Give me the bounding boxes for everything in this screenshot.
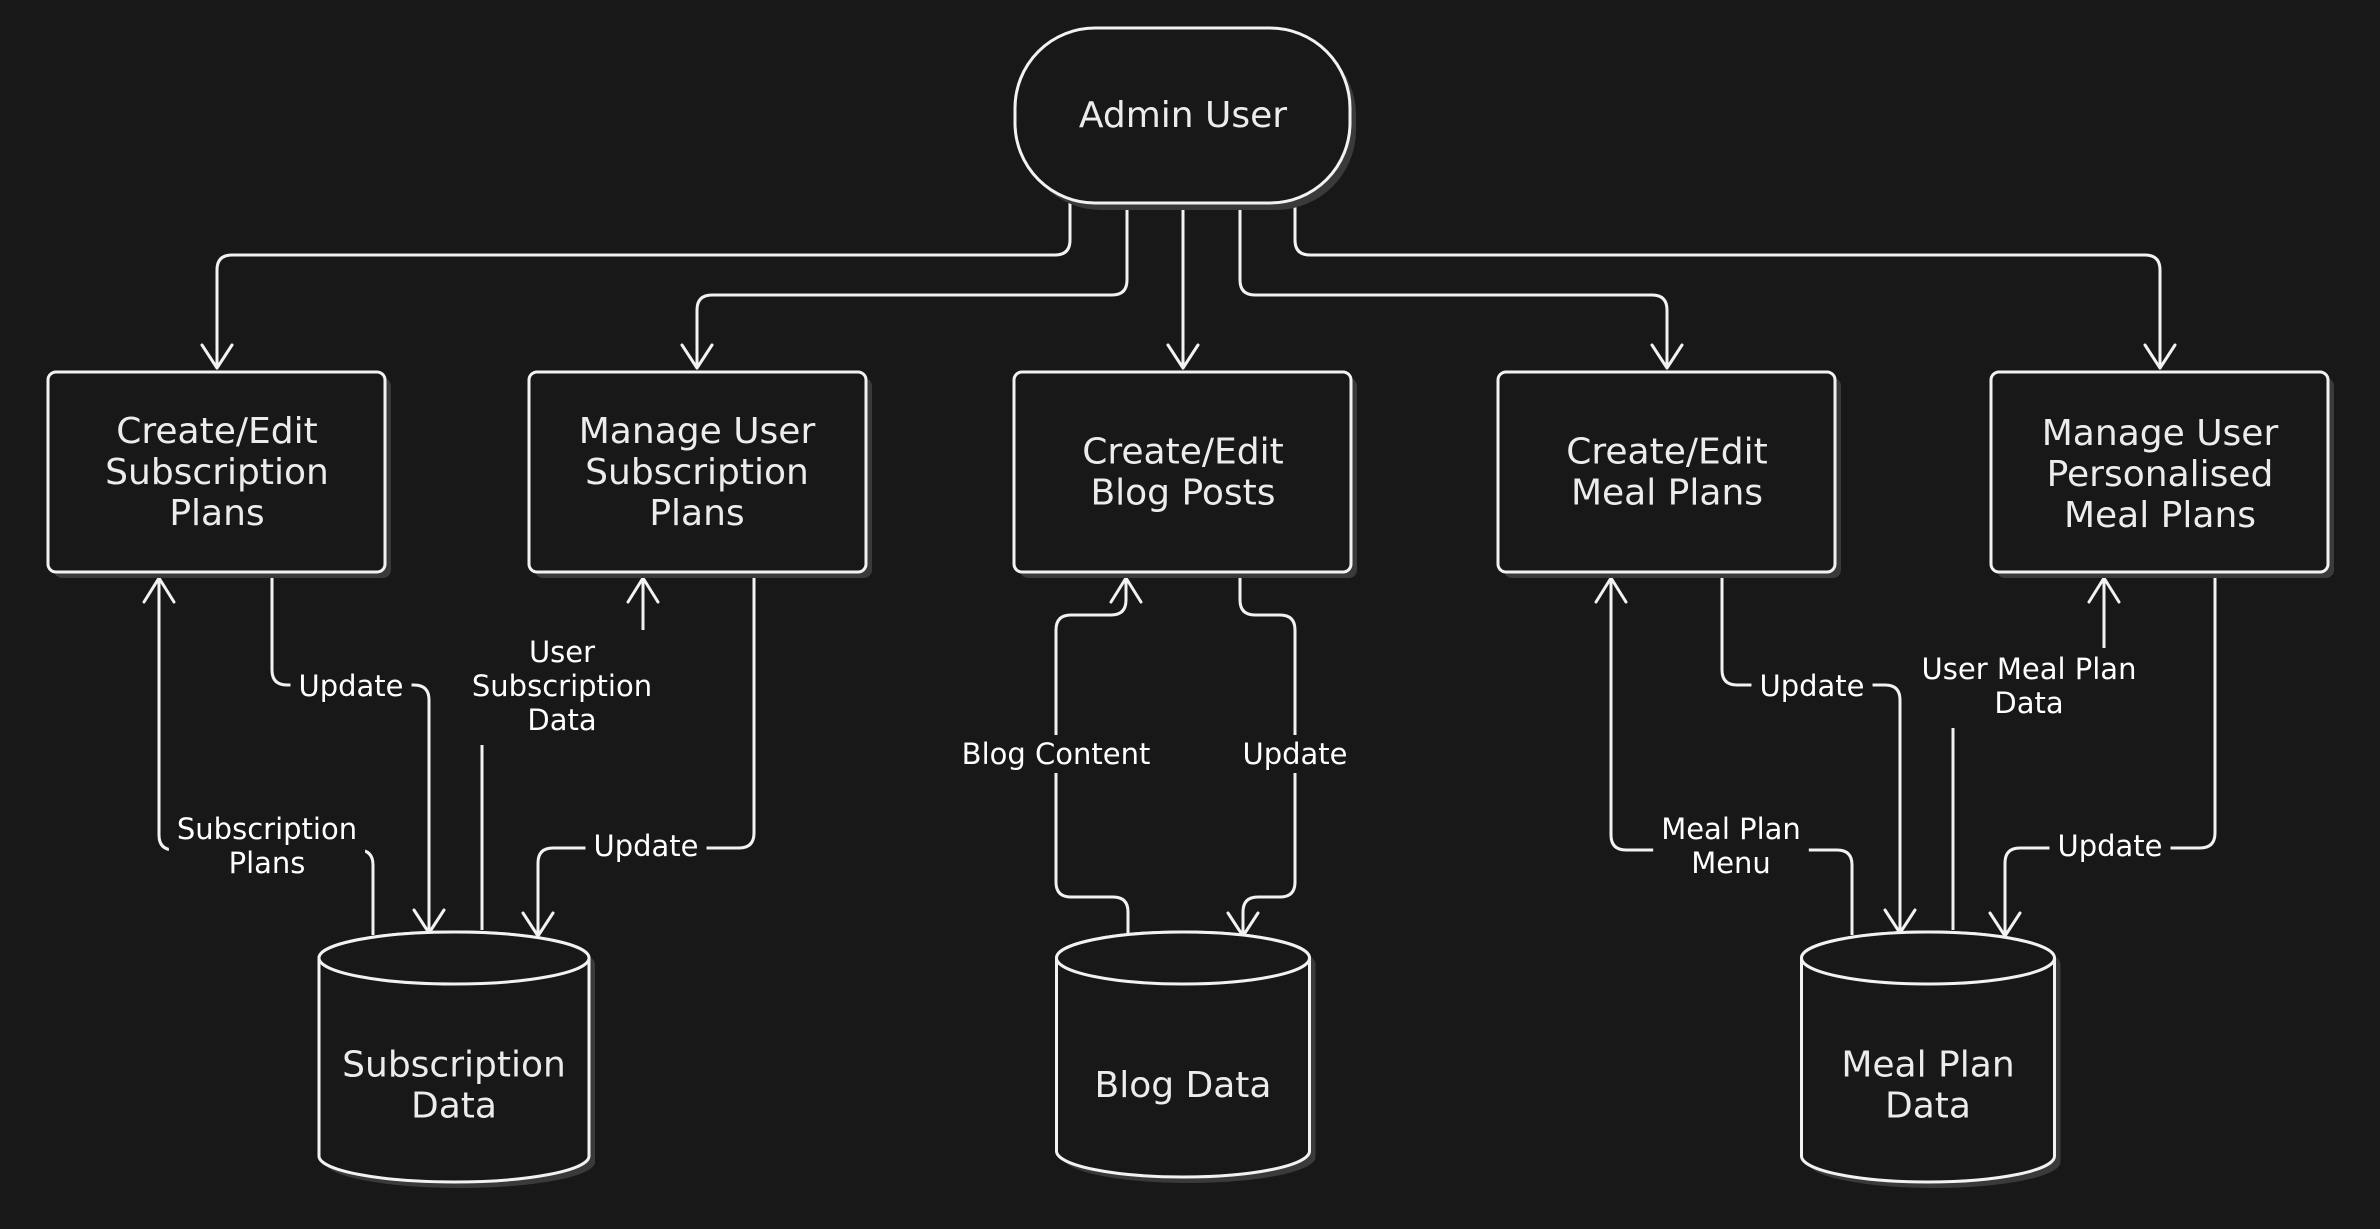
node-label-line: Blog Data bbox=[1095, 1065, 1272, 1106]
edge-label-background bbox=[585, 827, 707, 865]
edge-admin-to-manage-meal bbox=[1293, 200, 2162, 365]
node-label-line: Plans bbox=[649, 493, 744, 534]
edge-admin-to-create-meal bbox=[1238, 205, 1669, 365]
cylinder-top bbox=[317, 930, 591, 986]
edge-label-background bbox=[168, 810, 366, 882]
node-label-line: Plans bbox=[169, 493, 264, 534]
edge-label-background bbox=[953, 735, 1159, 773]
edge-label-line: Subscription bbox=[472, 669, 652, 703]
arrowhead-subscription-data-update-2 bbox=[521, 911, 555, 938]
node-label-line: Subscription bbox=[585, 452, 809, 493]
edge-label-meal-update-2: Update bbox=[2049, 827, 2171, 865]
edge-label-background bbox=[1653, 810, 1809, 882]
edge-label-background bbox=[1913, 650, 2145, 722]
edge-label-line: Update bbox=[2057, 829, 2162, 863]
edge-label-sub-update-1: Update bbox=[290, 667, 412, 705]
node-label-line: Meal Plans bbox=[1571, 473, 1763, 514]
edge-manage-subscription-update bbox=[536, 577, 756, 935]
node-label-line: Meal Plans bbox=[2064, 495, 2256, 536]
edge-label-line: Update bbox=[298, 669, 403, 703]
node-label: Admin User bbox=[1079, 95, 1287, 136]
edge-admin-to-manage-subscription bbox=[695, 200, 1129, 365]
node-label-line: Blog Posts bbox=[1090, 473, 1275, 514]
node-label-line: Create/Edit bbox=[116, 411, 317, 452]
node-label-line: Admin User bbox=[1079, 95, 1287, 136]
edge-label-meal-update-1: Update bbox=[1751, 667, 1873, 705]
arrowhead-create-meal bbox=[1650, 343, 1684, 370]
arrowhead-create-subscription bbox=[200, 343, 234, 370]
edge-label-line: Data bbox=[1994, 686, 2063, 720]
node-admin-user: Admin User bbox=[1013, 26, 1356, 210]
node-label-line: Personalised bbox=[2047, 454, 2274, 495]
edge-label-background bbox=[290, 667, 412, 705]
node-label-line: Manage User bbox=[579, 411, 816, 452]
edge-label-background bbox=[2049, 827, 2171, 865]
edge-label-line: Subscription bbox=[177, 812, 357, 846]
nodes: Admin User Create/EditSubscriptionPlans … bbox=[46, 26, 2334, 1188]
node-blog-data: Blog Data bbox=[1055, 930, 1316, 1184]
cylinder-top bbox=[1800, 930, 2056, 986]
edge-label-line: Update bbox=[593, 829, 698, 863]
edge-label-line: Update bbox=[1759, 669, 1864, 703]
node-label-line: Data bbox=[411, 1086, 497, 1127]
arrowhead-create-blog bbox=[1166, 343, 1200, 370]
edge-label-sub-update-2: Update bbox=[585, 827, 707, 865]
edge-label-line: Blog Content bbox=[962, 737, 1151, 771]
edge-label-line: Data bbox=[527, 703, 596, 737]
edge-label-blog-content: Blog Content bbox=[953, 735, 1159, 773]
edge-admin-to-create-subscription bbox=[215, 200, 1072, 365]
edge-label-line: Menu bbox=[1691, 846, 1771, 880]
node-label-line: Manage User bbox=[2042, 413, 2279, 454]
edge-label-line: User Meal Plan bbox=[1922, 652, 2137, 686]
node-label-line: Create/Edit bbox=[1566, 432, 1767, 473]
edge-label-background bbox=[1234, 735, 1356, 773]
node-label-line: Data bbox=[1885, 1086, 1971, 1127]
node-label-line: Meal Plan bbox=[1841, 1045, 2014, 1086]
node-label-line: Subscription bbox=[105, 452, 329, 493]
edge-label-line: Meal Plan bbox=[1661, 812, 1801, 846]
edge-label-line: User bbox=[529, 635, 595, 669]
edge-label-blog-update: Update bbox=[1234, 735, 1356, 773]
edge-manage-meal-update bbox=[2003, 577, 2217, 935]
arrowhead-manage-meal bbox=[2143, 343, 2177, 370]
cylinder-top bbox=[1055, 930, 1311, 986]
node-label-line: Subscription bbox=[342, 1045, 566, 1086]
node-label-line: Create/Edit bbox=[1082, 432, 1283, 473]
edge-label-background bbox=[463, 633, 661, 739]
node-label: Blog Data bbox=[1095, 1065, 1272, 1106]
edge-label-background bbox=[1751, 667, 1873, 705]
arrowhead-manage-subscription bbox=[680, 343, 714, 370]
edge-label-line: Update bbox=[1242, 737, 1347, 771]
edge-label-line: Plans bbox=[229, 846, 306, 880]
